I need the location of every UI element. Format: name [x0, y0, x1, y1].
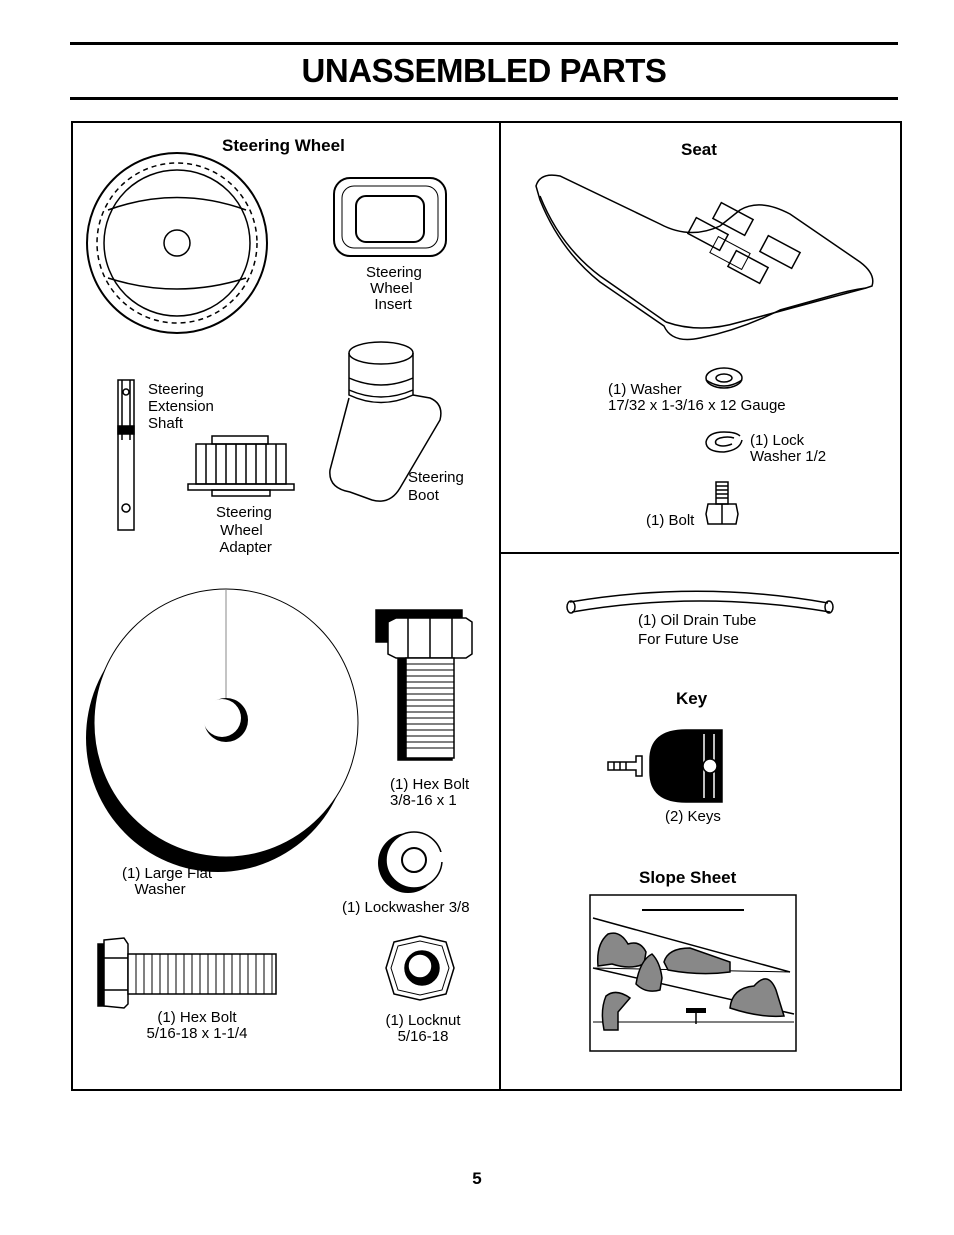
slope-sheet-icon — [589, 894, 797, 1052]
panel-divider-vertical — [499, 121, 501, 1089]
seat-lock-washer-label: (1) Lock Washer 1/2 — [750, 432, 827, 465]
steering-wheel-adapter-icon — [187, 435, 295, 497]
oil-drain-tube-icon — [566, 590, 834, 614]
key-icon — [607, 729, 723, 803]
hex-bolt-5-16-icon — [97, 937, 277, 1009]
panel-divider-horizontal — [501, 552, 899, 554]
steering-wheel-insert-label: Steering Wheel Insert — [366, 264, 422, 313]
lockwasher-3-8-icon — [378, 831, 448, 893]
steering-wheel-insert-icon — [333, 177, 447, 257]
lockwasher-3-8-label: (1) Lockwasher 3/8 — [342, 899, 470, 916]
seat-washer-icon — [705, 367, 743, 389]
seat-icon — [535, 174, 874, 341]
seat-washer-label: (1) Washer 17/32 x 1-3/16 x 12 Gauge — [608, 381, 786, 414]
title-underline-rule — [70, 97, 898, 100]
top-rule — [70, 42, 898, 45]
keys-label: (2) Keys — [665, 808, 721, 825]
seat-heading: Seat — [681, 140, 717, 159]
seat-lock-washer-icon — [705, 431, 743, 453]
slope-sheet-heading: Slope Sheet — [639, 868, 737, 887]
steering-boot-label: Steering Boot — [408, 469, 464, 504]
hex-bolt-5-16-label: (1) Hex Bolt 5/16-18 x 1-1/4 — [146, 1009, 248, 1042]
steering-wheel-adapter-label: Steering Wheel Adapter — [216, 504, 272, 556]
seat-bolt-icon — [705, 481, 739, 525]
hex-bolt-3-8-icon — [375, 609, 473, 761]
large-flat-washer-label: (1) Large Flat Washer — [122, 865, 213, 898]
locknut-icon — [385, 935, 455, 1001]
steering-extension-shaft-label: Steering Extension Shaft — [148, 381, 214, 432]
key-heading: Key — [676, 689, 708, 708]
seat-bolt-label: (1) Bolt — [646, 512, 695, 529]
locknut-label: (1) Locknut 5/16-18 — [385, 1012, 461, 1045]
steering-wheel-icon — [86, 152, 268, 334]
steering-extension-shaft-icon — [117, 379, 135, 531]
large-flat-washer-icon — [86, 588, 359, 872]
hex-bolt-3-8-label: (1) Hex Bolt 3/8-16 x 1 — [390, 776, 470, 809]
page-number: 5 — [472, 1169, 482, 1188]
steering-wheel-heading: Steering Wheel — [222, 136, 345, 155]
page-title: UNASSEMBLED PARTS — [301, 52, 667, 89]
steering-boot-icon — [329, 341, 442, 502]
parts-frame — [71, 121, 902, 1091]
oil-drain-tube-label: (1) Oil Drain Tube For Future Use — [638, 612, 757, 648]
